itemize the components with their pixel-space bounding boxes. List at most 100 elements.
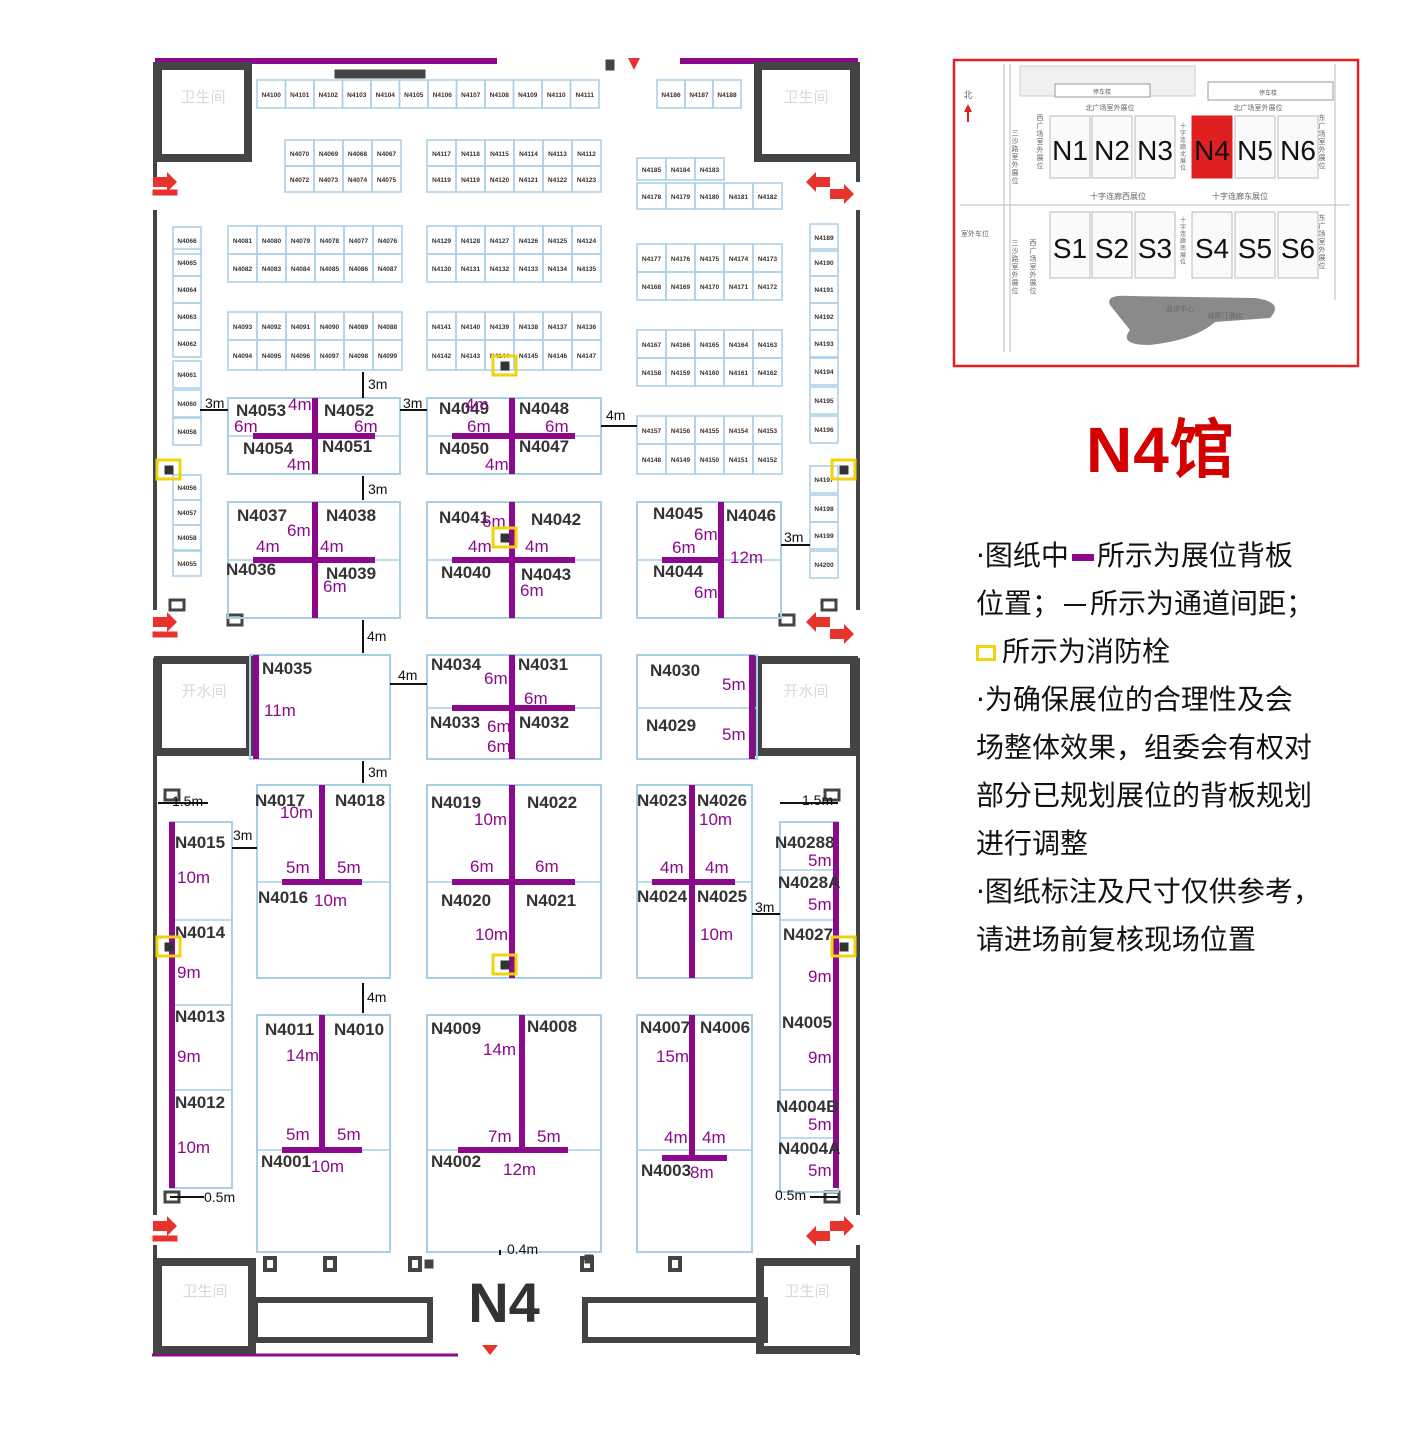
- aisle-gap-label: 3m: [403, 395, 422, 411]
- dimension-label: 6m: [487, 717, 511, 736]
- booth-label: N4038: [326, 506, 376, 525]
- dimension-label: 11m: [264, 701, 296, 720]
- small-booth: [172, 329, 202, 358]
- small-booth-label: N4070: [290, 151, 310, 158]
- inset-hall-north: [1091, 115, 1133, 179]
- dimension-label: 7m: [488, 1127, 512, 1146]
- dimension-label: 5m: [337, 858, 361, 877]
- entrance-arrow-icon: [153, 1216, 177, 1236]
- room-label: 卫生间: [783, 88, 828, 106]
- small-booth-label: N4124: [577, 238, 597, 245]
- small-booth-label: N4138: [519, 324, 539, 331]
- small-booth-label: N4166: [671, 342, 691, 349]
- dimension-label: 4m: [288, 395, 312, 414]
- column-pillar: [163, 788, 181, 802]
- small-booth-label: N4192: [814, 314, 834, 321]
- fire-hydrant-core: [500, 361, 510, 371]
- fire-hydrant-icon: [491, 526, 518, 549]
- small-booth-label: N4067: [377, 151, 397, 158]
- legend-line-2: 位置；所示为通道间距；: [976, 580, 1396, 628]
- small-booth-label: N4096: [291, 353, 311, 360]
- inset-hall-label: N4: [1194, 135, 1230, 166]
- dimension-label: 4m: [465, 395, 489, 414]
- inset-text: 十: [1180, 122, 1186, 130]
- fire-hydrant-core: [164, 465, 174, 475]
- small-booth-label: N4130: [432, 266, 452, 273]
- booth-label: N4052: [324, 401, 374, 420]
- fire-hydrant-icon: [830, 458, 857, 481]
- dimension-label: 12m: [730, 548, 763, 567]
- small-booth-label: N4087: [378, 266, 398, 273]
- small-booth-label: N4151: [729, 457, 749, 464]
- small-booth-label: N4186: [661, 92, 681, 99]
- inset-conference-center: [1109, 295, 1275, 345]
- dimension-label: 12m: [503, 1160, 536, 1179]
- inset-hall-label: N1: [1052, 135, 1088, 166]
- small-booth-label: N4196: [814, 427, 834, 434]
- inset-hall-label: N2: [1094, 135, 1130, 166]
- small-booth-label: N4081: [233, 238, 253, 245]
- small-booth-label: N4058: [177, 429, 197, 436]
- column-pillar: [584, 1254, 594, 1264]
- inset-text: 外: [1319, 145, 1326, 154]
- inset-text: 廊: [1180, 237, 1186, 245]
- inset-text: 位: [1180, 258, 1186, 266]
- dimension-label: 6m: [524, 689, 548, 708]
- aisle-gap-label: 3m: [233, 827, 252, 843]
- small-booth-label: N4170: [700, 284, 720, 291]
- small-booth-label: N4084: [291, 266, 311, 273]
- inset-text: 广: [1319, 221, 1326, 230]
- inset-text: 场: [1030, 254, 1037, 263]
- entrance-bar: [152, 1235, 178, 1242]
- dimension-label: 10m: [311, 1157, 344, 1176]
- small-booth-label: N4120: [490, 177, 510, 184]
- fire-hydrant-core: [839, 942, 849, 952]
- small-booth-label: N4193: [814, 341, 834, 348]
- aisle-gap-label: 3m: [205, 395, 224, 411]
- small-booth-label: N4181: [729, 194, 749, 201]
- inset-text: 外: [1319, 245, 1326, 254]
- small-booth: [172, 389, 202, 418]
- inset-hall-north: [1049, 115, 1091, 179]
- small-booth-label: N4200: [814, 562, 834, 569]
- small-booth-label: N4150: [700, 457, 720, 464]
- small-booth-label: N4168: [642, 284, 662, 291]
- small-booth: [809, 415, 839, 444]
- small-booth-label: N4074: [348, 177, 368, 184]
- small-booth: [172, 417, 202, 446]
- dimension-label: 5m: [808, 1115, 832, 1134]
- legend-line-9: 请进场前复核现场位置: [976, 923, 1257, 956]
- dimension-label: 4m: [287, 455, 311, 474]
- small-booth-label: N4140: [461, 324, 481, 331]
- inset-hall-label: N5: [1237, 135, 1273, 166]
- inset-text: 展: [1319, 254, 1326, 262]
- booth-label: N4023: [637, 791, 687, 810]
- small-booth-label: N4093: [233, 324, 253, 331]
- small-booth-label: N4163: [758, 342, 778, 349]
- small-booth-label: N4174: [729, 256, 749, 263]
- small-booth: [571, 339, 602, 371]
- large-booth-block: [636, 654, 758, 760]
- aisle-gap-label: 3m: [368, 481, 387, 497]
- inset-text: 西: [1037, 114, 1044, 122]
- inset-text: 连: [1180, 136, 1186, 144]
- aisle-gap-label: 4m: [367, 989, 386, 1005]
- inset-text: 展: [1319, 154, 1326, 162]
- booth-label: N4016: [258, 888, 308, 907]
- dimension-label: 10m: [177, 1138, 210, 1157]
- inset-hall-south: [1234, 211, 1276, 279]
- booth-label: N4005: [782, 1013, 832, 1032]
- dimension-label: 10m: [314, 891, 347, 910]
- small-booth-label: N4128: [461, 238, 481, 245]
- dimension-label: 5m: [808, 851, 832, 870]
- inset-text: 路: [1012, 254, 1019, 263]
- inset-text: 位: [1180, 164, 1186, 172]
- legend-line-5: 场整体效果，组委会有权对: [976, 731, 1313, 764]
- small-booth-label: N4125: [548, 238, 568, 245]
- booth-label: N4026: [697, 791, 747, 810]
- small-booth-label: N4105: [404, 92, 424, 99]
- aisle-gap-label: 1.5m: [172, 793, 203, 809]
- small-booth-label: N4162: [758, 370, 778, 377]
- service-room: [154, 1258, 256, 1354]
- small-booth-label: N4154: [729, 428, 749, 435]
